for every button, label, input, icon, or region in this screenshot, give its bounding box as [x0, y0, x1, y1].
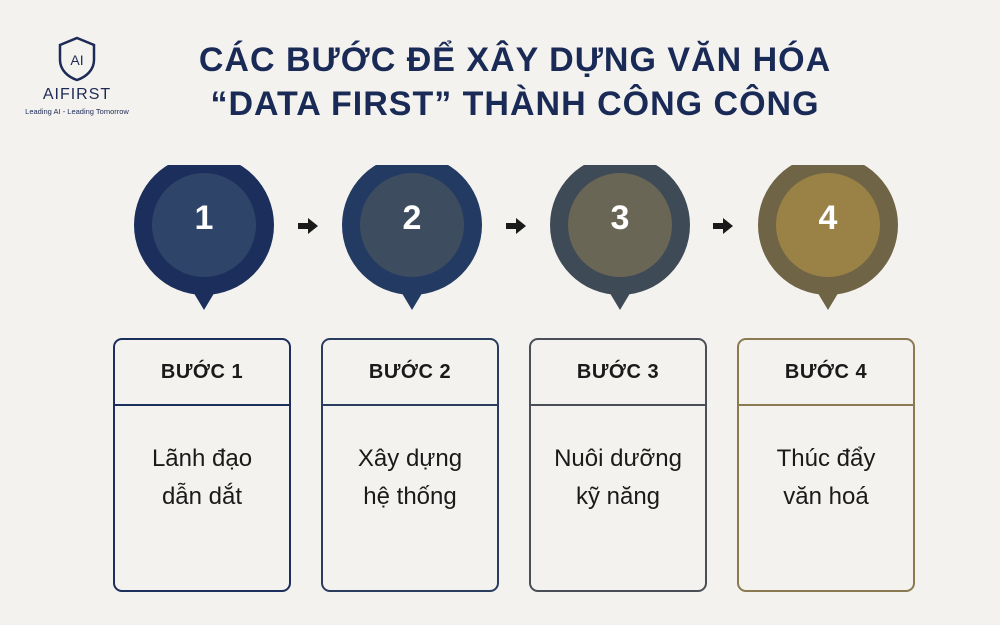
step-4-label: BƯỚC 4 — [739, 340, 913, 406]
step-4-text-line-1: Thúc đẩy — [776, 445, 876, 472]
step-4-text-line-2: văn hoá — [783, 483, 869, 510]
step-3-pin: 3 — [550, 155, 690, 313]
map-pin-icon — [342, 155, 482, 310]
arrow-right-icon — [713, 218, 733, 234]
page-title: CÁC BƯỚC ĐỂ XÂY DỰNG VĂN HÓA “DATA FIRST… — [150, 38, 880, 126]
step-1-label: BƯỚC 1 — [115, 340, 289, 406]
step-2-number: 2 — [402, 199, 422, 237]
step-1-text-line-2: dẫn dắt — [161, 483, 243, 510]
map-pin-icon — [134, 155, 274, 310]
step-1-description: Lãnh đạo dẫn dắt — [115, 440, 289, 516]
step-4-card: BƯỚC 4 Thúc đẩy văn hoá — [737, 338, 915, 592]
step-3-number: 3 — [610, 199, 630, 237]
step-2-text-line-2: hệ thống — [363, 483, 457, 510]
step-2-description: Xây dựng hệ thống — [323, 440, 497, 516]
title-line-1: CÁC BƯỚC ĐỂ XÂY DỰNG VĂN HÓA — [198, 41, 832, 79]
step-3-card: BƯỚC 3 Nuôi dưỡng kỹ năng — [529, 338, 707, 592]
title-line-2: “DATA FIRST” THÀNH CÔNG CÔNG — [210, 85, 820, 123]
map-pin-icon — [758, 155, 898, 310]
arrow-right-icon — [506, 218, 526, 234]
shield-logo-icon: AI — [58, 36, 96, 82]
step-4-pin: 4 — [758, 155, 898, 313]
logo-tagline: Leading AI - Leading Tomorrow — [25, 107, 129, 116]
step-1-number: 1 — [194, 199, 214, 237]
step-3-description: Nuôi dưỡng kỹ năng — [531, 440, 705, 516]
logo-name: AIFIRST — [42, 86, 112, 103]
step-3-text-line-2: kỹ năng — [575, 483, 661, 510]
map-pin-icon — [550, 155, 690, 310]
arrow-right-icon — [298, 218, 318, 234]
brand-logo: AI AIFIRST Leading AI - Leading Tomorrow — [22, 36, 132, 116]
step-2-card: BƯỚC 2 Xây dựng hệ thống — [321, 338, 499, 592]
step-1-text-line-1: Lãnh đạo — [151, 445, 253, 472]
step-1-card: BƯỚC 1 Lãnh đạo dẫn dắt — [113, 338, 291, 592]
step-1-pin: 1 — [134, 155, 274, 313]
svg-text:AI: AI — [70, 52, 83, 68]
step-4-number: 4 — [818, 199, 838, 237]
step-3-label: BƯỚC 3 — [531, 340, 705, 406]
step-4-description: Thúc đẩy văn hoá — [739, 440, 913, 516]
step-2-label: BƯỚC 2 — [323, 340, 497, 406]
step-2-text-line-1: Xây dựng — [357, 445, 463, 472]
step-3-text-line-1: Nuôi dưỡng — [554, 445, 682, 472]
step-2-pin: 2 — [342, 155, 482, 313]
